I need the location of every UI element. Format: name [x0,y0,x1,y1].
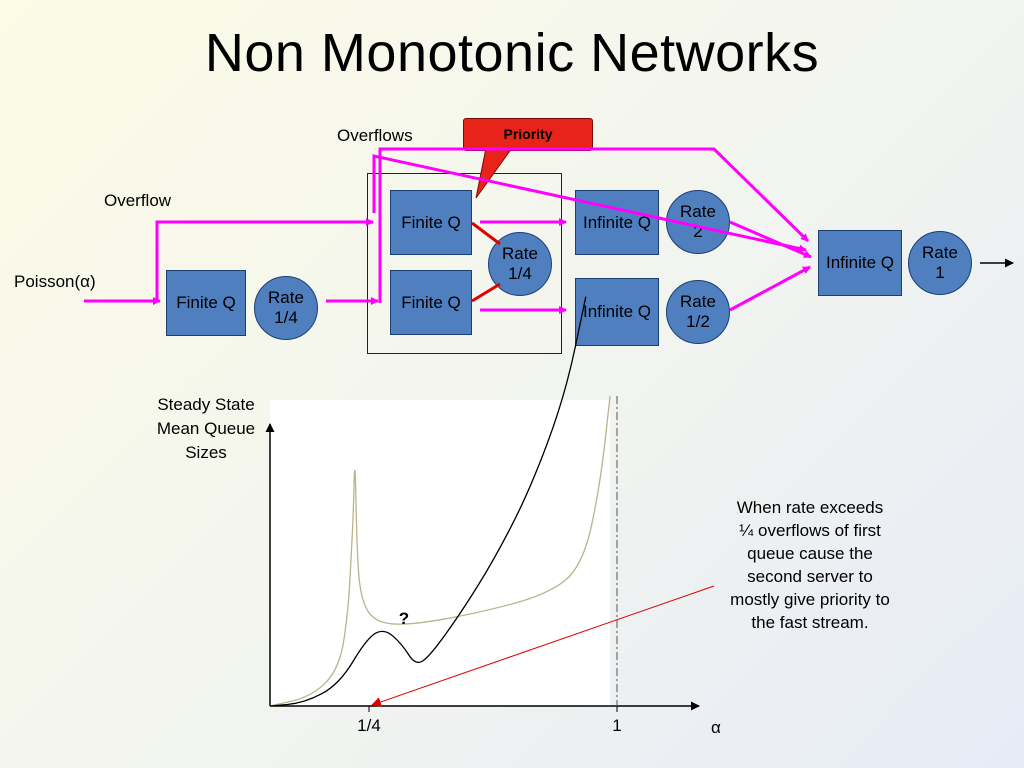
plot-background [270,400,610,706]
note-pointer-arrow [371,585,715,707]
explanation-note: When rate exceeds ¼ overflows of first q… [730,498,890,632]
top-infinite-queue: Infinite Q [575,190,659,255]
callout-pointer [475,147,513,199]
bottom-finite-queue: Finite Q [390,270,472,335]
first-finite-queue: Finite Q [166,270,246,336]
first-server-rate: Rate 1/4 [254,276,318,340]
bottom-infinite-queue: Infinite Q [575,278,659,346]
server-link-bottom [471,282,501,303]
series-line-0 [269,395,611,707]
priority-group-frame [367,173,562,354]
y-axis-label: Steady State Mean Queue Sizes [156,395,256,462]
series-layer [269,296,611,707]
x-axis-label: α [711,718,721,737]
fast-server-rate: Rate 2 [666,190,730,254]
poisson-source-label: Poisson(α) [14,272,96,291]
slow-server-rate: Rate 1/2 [666,280,730,344]
overflow-label: Overflow [104,191,172,210]
overflows-label: Overflows [337,126,413,145]
flow-bottom-overflow [378,147,810,303]
top-finite-queue: Finite Q [390,190,472,255]
flow-top-overflow [372,154,807,253]
flow-overflow-arrow [155,218,374,301]
flow-slow-to-final [729,265,811,312]
final-infinite-queue: Infinite Q [818,230,902,296]
question-mark: ? [399,609,409,628]
flow-fast-to-final [729,220,812,259]
final-server-rate: Rate 1 [908,231,972,295]
series-line-1 [269,296,587,707]
slide-title: Non Monotonic Networks [204,23,820,83]
x-tick-label-one: 1 [612,716,622,735]
priority-callout: Priority [463,118,593,151]
server-link-top [471,221,501,246]
x-tick-label-quarter: 1/4 [357,716,381,735]
